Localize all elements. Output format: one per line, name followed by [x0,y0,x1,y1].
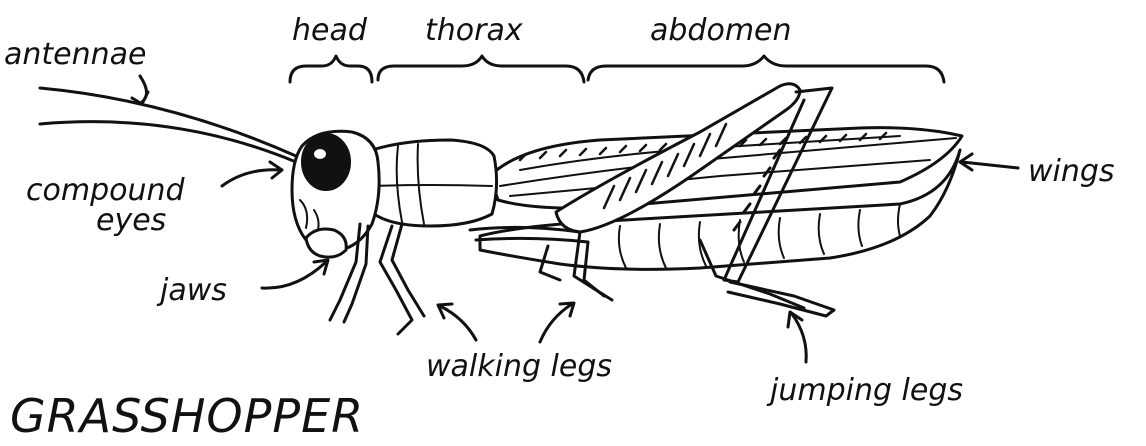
eye-highlight [314,149,326,159]
segment-label-thorax: thorax [425,13,523,48]
front-walking-leg-2b [392,224,424,316]
antenna-lower [40,122,296,162]
jaws [306,229,346,257]
walking-legs-pointer-left [438,304,476,340]
label-wings: wings [1028,154,1115,189]
label-compound-eyes-line2: eyes [96,203,166,238]
wings-pointer [960,154,1018,170]
thorax-brace [378,56,584,82]
jumping-legs-pointer [788,312,806,362]
segment-label-abdomen: abdomen [650,13,792,48]
segment-label-head: head [292,13,368,48]
compound-eyes-pointer [222,162,282,186]
label-walking-legs: walking legs [426,349,612,384]
antennae-pointer [132,76,148,104]
abdomen-brace [588,56,944,82]
jaws-pointer [262,260,328,288]
thorax [365,140,497,226]
head-brace [290,56,372,82]
walking-legs-pointer-right [540,303,574,342]
compound-eye [302,134,350,190]
label-jumping-legs: jumping legs [766,373,963,408]
diagram-title: GRASSHOPPER [10,389,364,443]
label-antennae: antennae [4,37,147,72]
label-jaws: jaws [156,273,227,308]
